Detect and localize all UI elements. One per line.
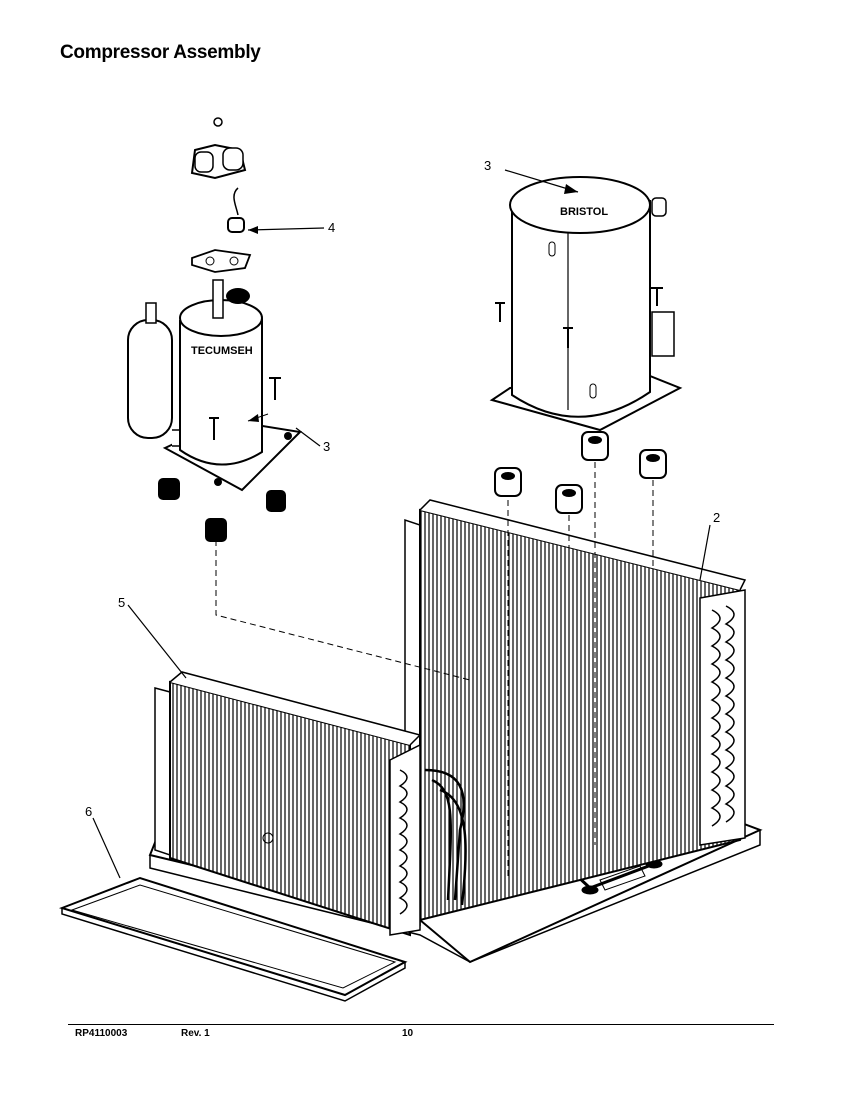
tecumseh-brand-label: TECUMSEH [191,345,253,357]
footer-rule [68,1024,774,1025]
footer-revision: Rev. 1 [181,1028,210,1039]
callout-2: 2 [713,510,720,525]
tecumseh-compressor-icon: TECUMSEH [127,279,303,492]
condenser-coil-icon [404,499,747,927]
alignment-lines [215,462,654,880]
callout-5: 5 [118,595,125,610]
callout-4: 4 [328,220,335,235]
callout-6: 6 [85,804,92,819]
leader-arrowheads [248,184,578,234]
grommet-icon [494,431,667,514]
grommet-icon [158,478,286,542]
bristol-brand-label: BRISTOL [560,206,608,218]
bristol-compressor-icon: BRISTOL [489,176,683,432]
drain-pan-icon [58,876,408,1002]
footer-part-number: RP4110003 [75,1028,128,1039]
footer-page-number: 10 [402,1028,414,1039]
page-title: Compressor Assembly [60,42,261,63]
callout-3-bristol: 3 [484,158,491,173]
overload-cover-icon [190,117,252,273]
evaporator-coil-icon [154,671,467,937]
callout-3-tecumseh: 3 [323,439,330,454]
